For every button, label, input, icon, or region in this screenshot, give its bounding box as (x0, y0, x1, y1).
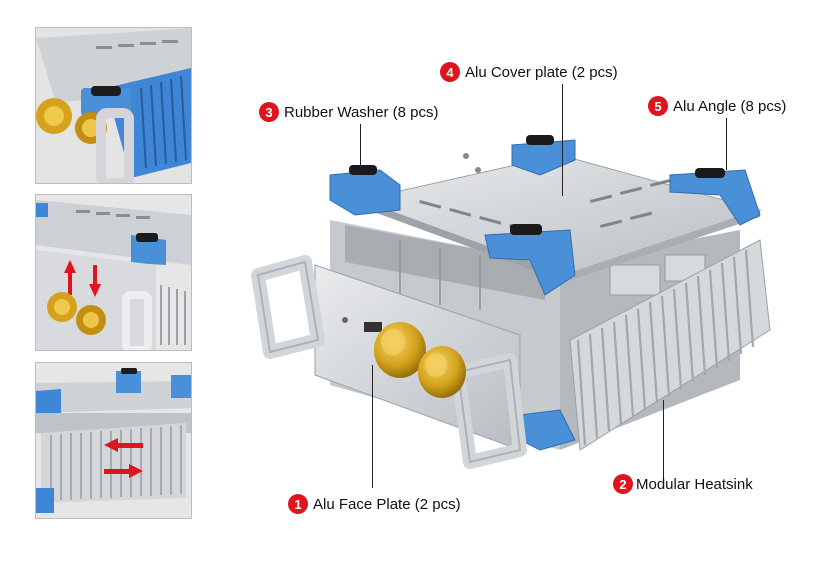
callout-number-badge: 3 (259, 102, 279, 122)
leader-line-4 (562, 84, 563, 196)
alu-face-plate (251, 255, 527, 469)
leader-line-1 (372, 365, 373, 488)
thumbnail-cover-removal (35, 194, 192, 351)
callout-modular-heatsink: 2 Modular Heatsink (613, 474, 753, 494)
callout-label: Alu Angle (8 pcs) (673, 97, 787, 115)
modular-heatsink (569, 239, 771, 451)
leader-line-3 (360, 124, 361, 170)
alu-cover-plate (358, 153, 762, 282)
callout-alu-face-plate: 1 Alu Face Plate (2 pcs) (288, 494, 461, 514)
leader-line-2 (663, 400, 664, 484)
callout-label: Alu Face Plate (2 pcs) (313, 495, 461, 513)
leader-line-5 (726, 118, 727, 170)
callout-number-badge: 4 (440, 62, 460, 82)
callout-rubber-washer: 3 Rubber Washer (8 pcs) (259, 102, 439, 122)
callout-number-badge: 2 (613, 474, 633, 494)
callout-number-badge: 5 (648, 96, 668, 116)
thumbnail-heatsink-slide (35, 362, 192, 519)
exploded-view-illustration (251, 135, 771, 469)
alu-angle-set (329, 135, 761, 451)
callout-label: Rubber Washer (8 pcs) (284, 103, 439, 121)
thumbnail-corner-detail (35, 27, 192, 184)
callout-number-badge: 1 (288, 494, 308, 514)
callout-alu-cover-plate: 4 Alu Cover plate (2 pcs) (440, 62, 618, 82)
callout-alu-angle: 5 Alu Angle (8 pcs) (648, 96, 786, 116)
callout-label: Alu Cover plate (2 pcs) (465, 63, 618, 81)
callout-label: Modular Heatsink (636, 475, 753, 493)
